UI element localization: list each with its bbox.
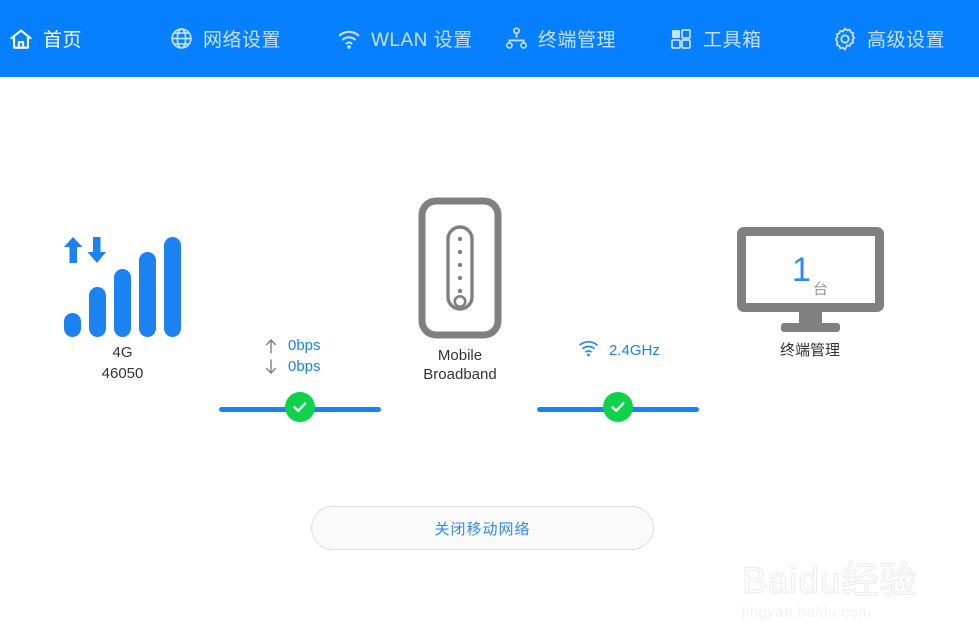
nav-item-wlan-settings-label: WLAN 设置 [371, 30, 473, 51]
main-navigation-bar: 首页 网络设置 WLAN 设置 [0, 0, 979, 77]
nav-item-toolbox[interactable]: 工具箱 [668, 0, 762, 77]
arrow-up-icon [265, 338, 277, 354]
nav-item-advanced-settings-label: 高级设置 [867, 30, 946, 51]
monitor-stand-base [780, 323, 840, 332]
monitor-stand-neck [798, 312, 822, 324]
gear-icon [832, 26, 858, 52]
nav-item-network-settings[interactable]: 网络设置 [168, 0, 281, 77]
signal-bar-5 [163, 237, 181, 337]
check-circle-icon [285, 392, 315, 422]
nav-item-advanced-settings[interactable]: 高级设置 [832, 0, 945, 77]
nav-item-home-label: 首页 [43, 30, 83, 51]
wifi-icon [336, 26, 362, 52]
network-type-label: 4G [112, 344, 133, 361]
network-topology-panel: 4G 46050 0bps 0bps [0, 77, 979, 621]
download-speed-row: 0bps [265, 356, 375, 377]
cellular-signal-status: 4G 46050 [55, 237, 190, 385]
signal-bar-2 [88, 287, 106, 337]
arrow-down-icon [265, 358, 277, 375]
operator-plmn-label: 46050 [101, 365, 144, 382]
grid-squares-icon [668, 26, 694, 52]
nav-item-terminal-management-label: 终端管理 [538, 30, 617, 51]
nav-item-terminal-management[interactable]: 终端管理 [503, 0, 616, 77]
signal-bar-1 [63, 313, 81, 337]
nav-item-toolbox-label: 工具箱 [703, 30, 762, 51]
throughput-speeds: 0bps 0bps [265, 335, 375, 377]
watermark-url: jingyan.baidu.com [742, 604, 872, 621]
sitemap-icon [503, 26, 529, 52]
download-speed-value: 0bps [288, 357, 321, 375]
signal-bar-3 [113, 269, 131, 337]
upload-speed-row: 0bps [265, 335, 375, 356]
wifi-icon [578, 340, 599, 362]
toggle-mobile-network-button[interactable]: 关闭移动网络 [311, 506, 654, 550]
client-count-unit: 台 [812, 281, 828, 298]
signal-bars-icon [63, 237, 182, 337]
nav-item-network-settings-label: 网络设置 [203, 30, 282, 51]
mobile-broadband-device-icon [418, 197, 502, 339]
check-circle-icon [603, 392, 633, 422]
router-device-label: Mobile Broadband [400, 346, 520, 384]
connected-clients[interactable]: 1 台 终端管理 [725, 227, 895, 360]
signal-bar-4 [138, 252, 156, 337]
router-device: Mobile Broadband [400, 197, 520, 384]
wifi-band-status: 2.4GHz [578, 340, 660, 362]
watermark-title: Baidu经验 [742, 560, 918, 602]
connected-clients-label: 终端管理 [779, 342, 840, 359]
home-icon [8, 26, 34, 52]
toggle-mobile-network-label: 关闭移动网络 [434, 520, 531, 538]
upload-speed-value: 0bps [288, 336, 321, 354]
nav-item-wlan-settings[interactable]: WLAN 设置 [336, 0, 473, 77]
router-device-label-line2: Broadband [423, 366, 497, 383]
monitor-screen: 1 台 [736, 227, 884, 312]
client-count-value: 1 [792, 250, 811, 289]
up-down-arrows-icon [62, 229, 118, 271]
router-device-label-line1: Mobile [437, 347, 483, 364]
wifi-band-label: 2.4GHz [609, 342, 660, 359]
monitor-icon: 1 台 [736, 227, 884, 332]
nav-item-home[interactable]: 首页 [8, 0, 82, 77]
globe-icon [168, 26, 194, 52]
watermark: Baidu经验 jingyan.baidu.com [742, 559, 942, 629]
